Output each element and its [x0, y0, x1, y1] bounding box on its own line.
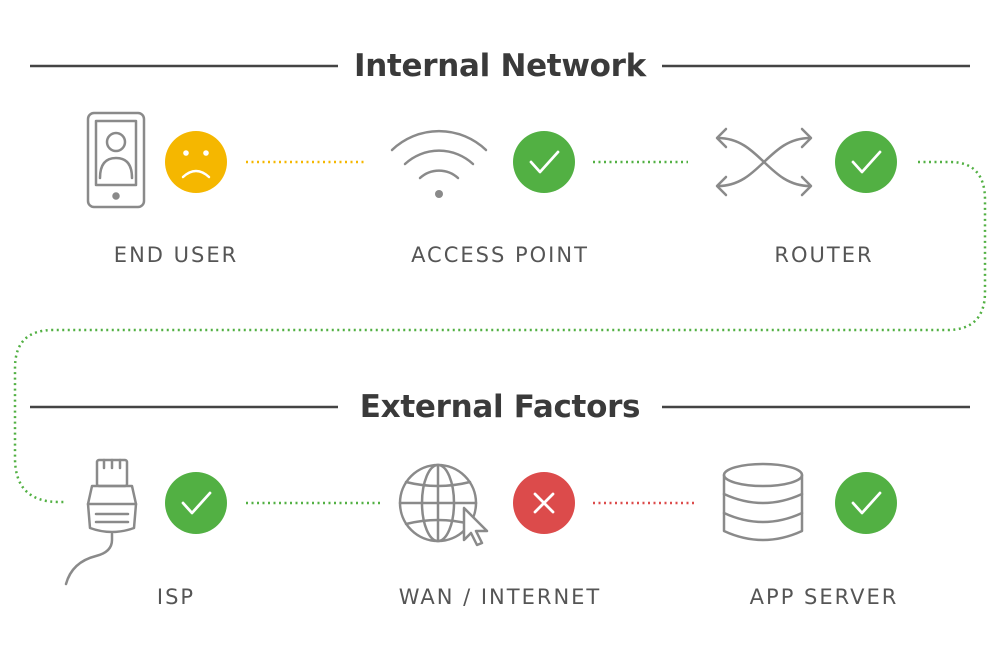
connector-router-isp — [13, 160, 987, 504]
ok-status-icon — [165, 472, 227, 534]
external-factors-title: External Factors — [359, 389, 641, 425]
wifi-icon — [390, 129, 488, 198]
warning-status-icon — [165, 131, 227, 193]
node-label-end-user: END USER — [113, 243, 239, 267]
ethernet-plug-icon — [64, 458, 138, 586]
globe-cursor-icon — [398, 463, 489, 547]
error-status-icon — [513, 472, 575, 534]
node-label-access-point: ACCESS POINT — [411, 243, 589, 267]
internal-network-title: Internal Network — [354, 48, 646, 84]
node-label-wan-internet: WAN / INTERNET — [398, 585, 602, 609]
ok-status-icon — [835, 472, 897, 534]
router-arrows-icon — [715, 127, 813, 197]
ok-status-icon — [513, 131, 575, 193]
node-label-app-server: APP SERVER — [749, 585, 899, 609]
database-server-icon — [722, 462, 804, 542]
node-label-isp: ISP — [156, 585, 196, 609]
ok-status-icon — [835, 131, 897, 193]
node-label-router: ROUTER — [774, 243, 874, 267]
smartphone-user-icon — [86, 111, 146, 209]
